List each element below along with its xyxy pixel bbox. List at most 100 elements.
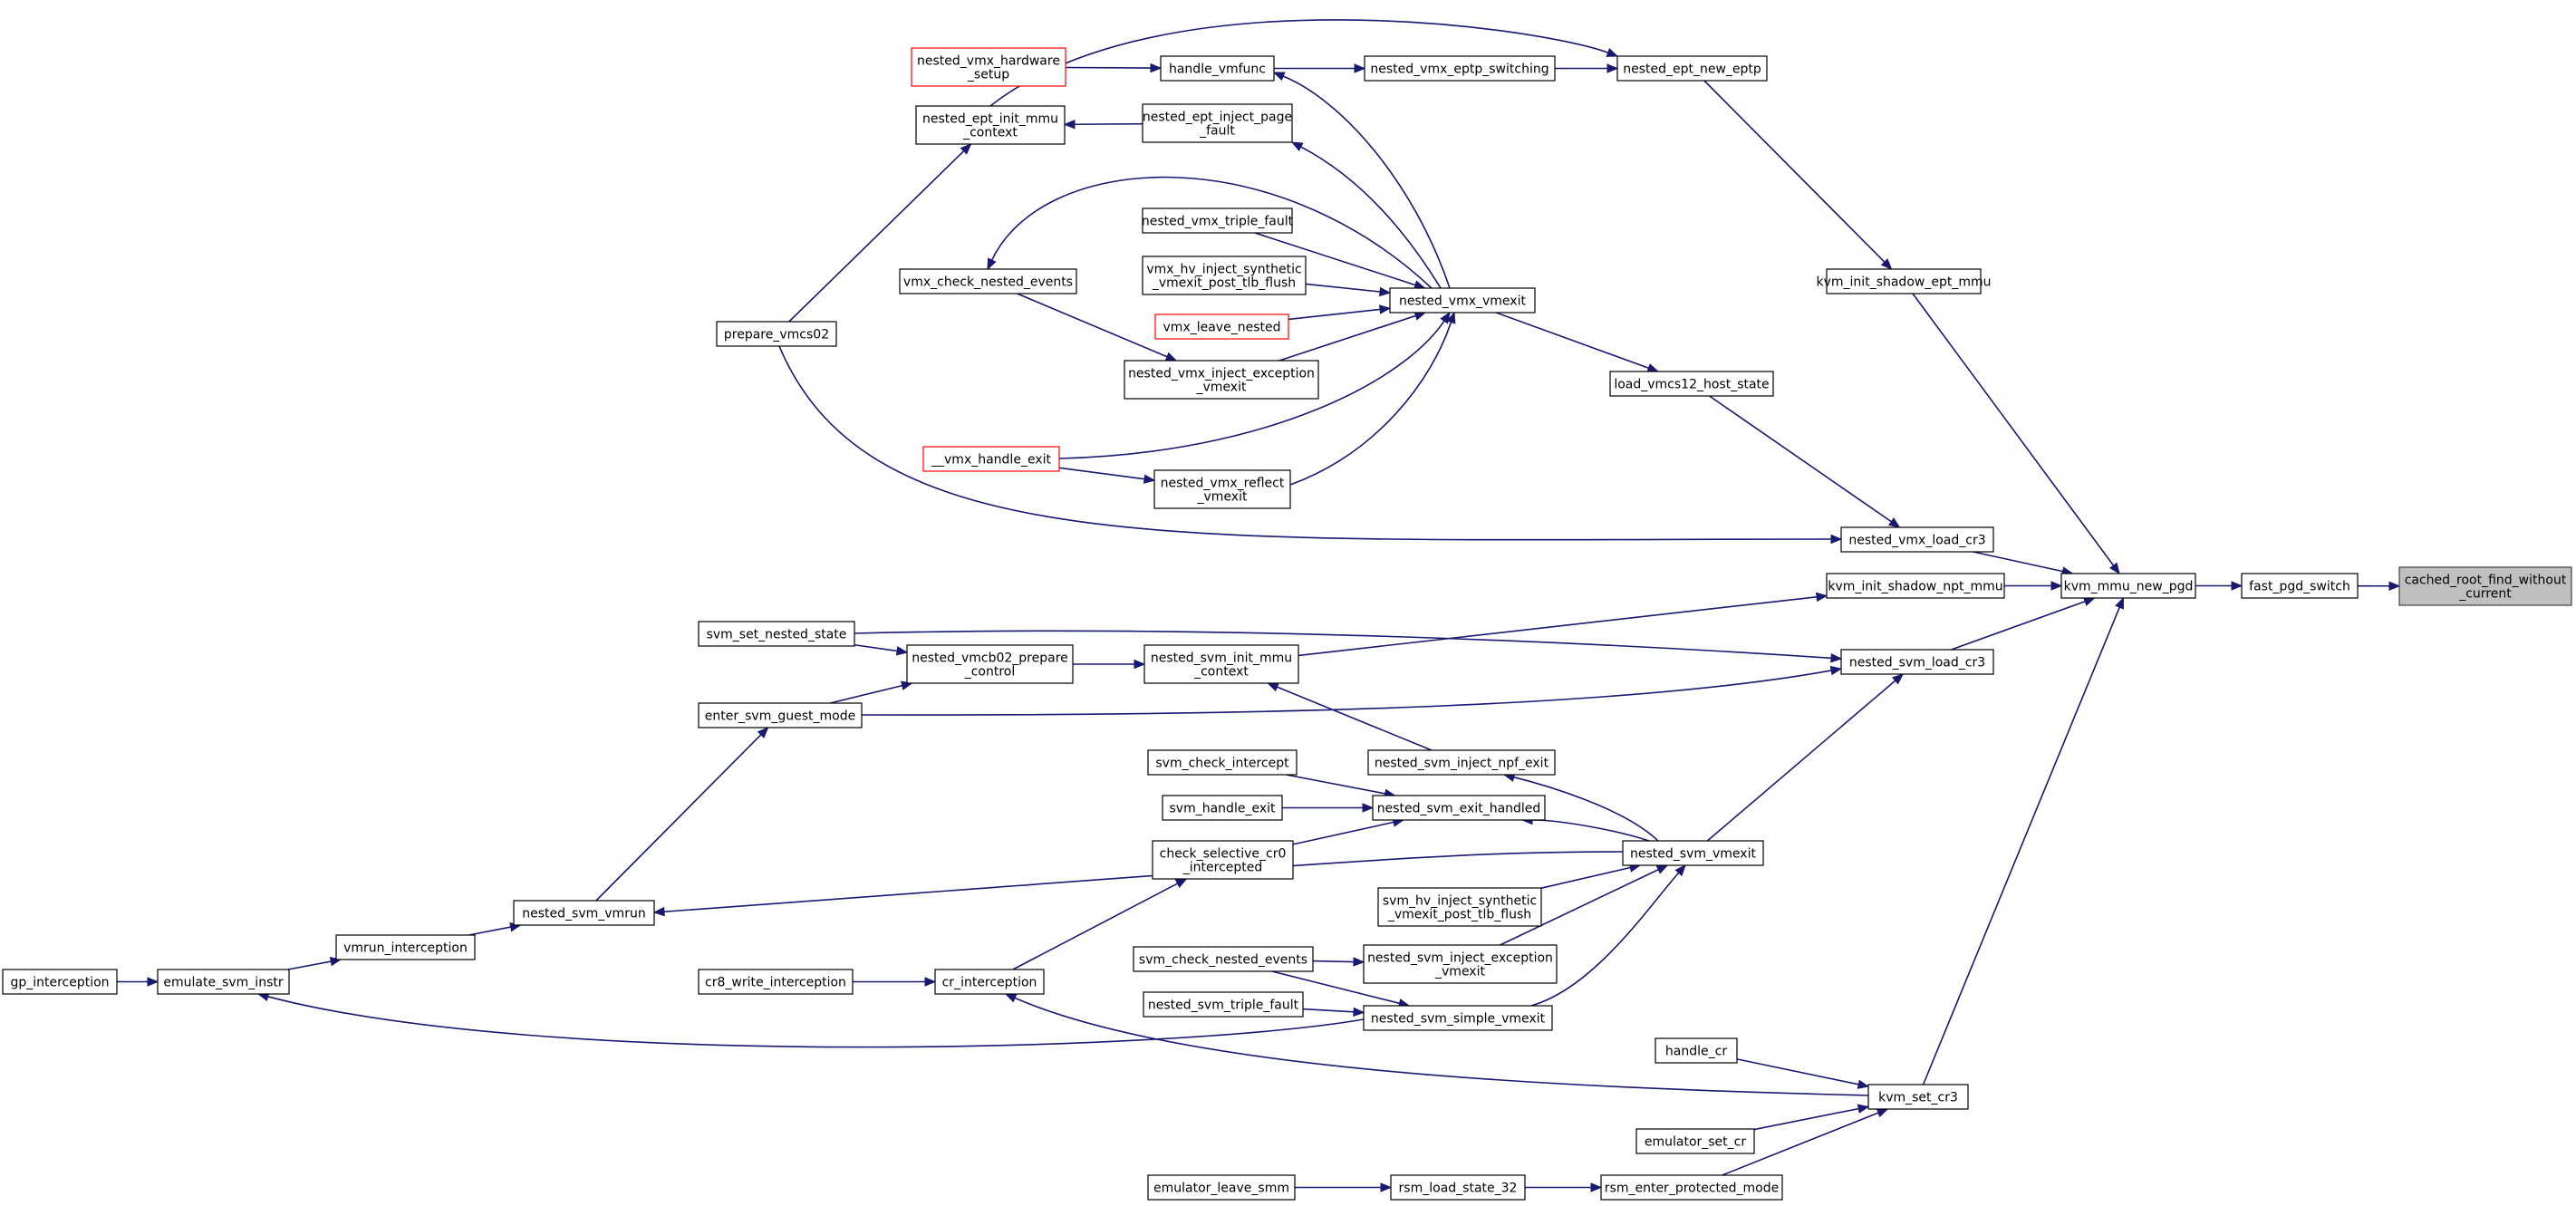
edge-line xyxy=(1973,551,2063,573)
edge-line xyxy=(1298,596,1818,657)
node-nested-svm-init-mmu-context[interactable]: nested_svm_init_mmu_context xyxy=(1143,644,1299,684)
node-nested-svm-triple-fault[interactable]: nested_svm_triple_fault xyxy=(1143,991,1304,1018)
node-nested-svm-vmexit[interactable]: nested_svm_vmexit xyxy=(1622,840,1764,866)
node-nested-vmx-load-cr3[interactable]: nested_vmx_load_cr3 xyxy=(1840,526,1994,553)
node-label: svm_check_intercept xyxy=(1155,757,1289,771)
node-vmx-check-nested-events[interactable]: vmx_check_nested_events xyxy=(899,268,1077,294)
node-nested-vmx-vmexit[interactable]: nested_vmx_vmexit xyxy=(1389,287,1536,314)
node-label: nested_vmx_inject_exception xyxy=(1128,367,1315,381)
node-vmrun-interception[interactable]: vmrun_interception xyxy=(335,934,476,960)
node-svm-check-nested-events[interactable]: svm_check_nested_events xyxy=(1133,946,1314,972)
node-handle-vmfunc[interactable]: handle_vmfunc xyxy=(1160,55,1275,82)
node-label: nested_ept_inject_page xyxy=(1143,111,1292,125)
edge-nested-vmx-vmexit-to-vmx-check-nested-events xyxy=(987,176,1433,289)
arrowhead xyxy=(1004,993,1018,1003)
node-vmx-handle-exit[interactable]: __vmx_handle_exit xyxy=(922,446,1060,472)
node-nested-vmx-inject-exception-vmexit[interactable]: nested_vmx_inject_exception_vmexit xyxy=(1124,360,1319,400)
node-box xyxy=(157,969,290,995)
edge-emulate-svm-instr-to-vmrun-interception xyxy=(287,956,343,970)
edge-gp-interception-to-emulate-svm-instr xyxy=(117,977,159,987)
edge-svm-handle-exit-to-nested-svm-exit-handled xyxy=(1282,803,1375,813)
arrowhead xyxy=(1354,63,1366,73)
node-vmx-hv-inject-synthetic-vmexit-post-tlb-flush[interactable]: vmx_hv_inject_synthetic_vmexit_post_tlb_… xyxy=(1142,256,1307,295)
node-label: nested_svm_simple_vmexit xyxy=(1371,1012,1546,1027)
node-label: emulator_set_cr xyxy=(1645,1135,1746,1150)
edge-line xyxy=(1753,1107,1859,1131)
node-svm-handle-exit[interactable]: svm_handle_exit xyxy=(1162,795,1283,821)
edge-line xyxy=(1271,970,1400,1005)
node-check-selective-cr0-intercepted[interactable]: check_selective_cr0_intercepted xyxy=(1152,840,1294,880)
node-nested-svm-exit-handled[interactable]: nested_svm_exit_handled xyxy=(1372,795,1546,821)
node-label: prepare_vmcs02 xyxy=(724,328,829,343)
node-rsm-enter-protected-mode[interactable]: rsm_enter_protected_mode xyxy=(1600,1174,1783,1201)
arrowhead xyxy=(1164,352,1178,362)
arrowhead xyxy=(1362,803,1375,813)
node-nested-svm-simple-vmexit[interactable]: nested_svm_simple_vmexit xyxy=(1363,1005,1553,1031)
edge-line xyxy=(1736,1058,1859,1085)
edge-cr8-write-interception-to-cr-interception xyxy=(853,977,937,987)
arrowhead xyxy=(2050,581,2063,591)
edge-line xyxy=(1530,872,1680,1007)
node-kvm-set-cr3[interactable]: kvm_set_cr3 xyxy=(1867,1084,1969,1110)
node-svm-hv-inject-synthetic-vmexit-post-tlb-flush[interactable]: svm_hv_inject_synthetic_vmexit_post_tlb_… xyxy=(1377,887,1542,927)
edge-line xyxy=(1277,686,1433,751)
node-svm-set-nested-state[interactable]: svm_set_nested_state xyxy=(698,621,855,647)
edge-line xyxy=(1531,819,1650,842)
node-label: cr_interception xyxy=(942,976,1037,990)
node-nested-vmcb02-prepare-control[interactable]: nested_vmcb02_prepare_control xyxy=(906,644,1074,684)
arrowhead xyxy=(1888,517,1901,528)
node-svm-check-intercept[interactable]: svm_check_intercept xyxy=(1147,749,1298,776)
node-nested-svm-inject-npf-exit[interactable]: nested_svm_inject_npf_exit xyxy=(1367,749,1556,776)
node-emulate-svm-instr[interactable]: emulate_svm_instr xyxy=(157,969,290,995)
node-box xyxy=(1655,1037,1738,1064)
node-enter-svm-guest-mode[interactable]: enter_svm_guest_mode xyxy=(698,702,863,728)
node-load-vmcs12-host-state[interactable]: load_vmcs12_host_state xyxy=(1609,371,1774,397)
node-kvm-init-shadow-ept-mmu[interactable]: kvm_init_shadow_ept_mmu xyxy=(1817,268,1992,294)
node-box xyxy=(1635,1128,1755,1154)
node-label: gp_interception xyxy=(10,976,109,990)
node-cr8-write-interception[interactable]: cr8_write_interception xyxy=(698,969,854,995)
node-nested-vmx-eptp-switching[interactable]: nested_vmx_eptp_switching xyxy=(1364,55,1556,82)
node-kvm-init-shadow-npt-mmu[interactable]: kvm_init_shadow_npt_mmu xyxy=(1826,573,2005,599)
node-rsm-load-state-32[interactable]: rsm_load_state_32 xyxy=(1390,1174,1526,1201)
node-nested-svm-inject-exception-vmexit[interactable]: nested_svm_inject_exception_vmexit xyxy=(1363,944,1558,984)
node-nested-ept-inject-page-fault[interactable]: nested_ept_inject_page_fault xyxy=(1142,103,1293,143)
node-emulator-leave-smm[interactable]: emulator_leave_smm xyxy=(1147,1174,1296,1201)
edge-line xyxy=(1540,866,1631,889)
edge-line xyxy=(788,150,965,323)
node-handle-cr[interactable]: handle_cr xyxy=(1655,1037,1738,1064)
node-label: _setup xyxy=(967,68,1009,82)
edge-nested-ept-inject-page-fault-to-nested-ept-init-mmu-context xyxy=(1063,120,1143,130)
node-gp-interception[interactable]: gp_interception xyxy=(2,969,118,995)
node-prepare-vmcs02[interactable]: prepare_vmcs02 xyxy=(716,321,837,347)
node-fast-pgd-switch[interactable]: fast_pgd_switch xyxy=(2241,573,2359,599)
node-nested-vmx-triple-fault[interactable]: nested_vmx_triple_fault xyxy=(1142,207,1294,234)
node-vmx-leave-nested[interactable]: vmx_leave_nested xyxy=(1154,314,1289,340)
node-nested-vmx-hardware-setup[interactable]: nested_vmx_hardware_setup xyxy=(911,47,1066,87)
node-nested-ept-init-mmu-context[interactable]: nested_ept_init_mmu_context xyxy=(915,105,1066,145)
arrowhead xyxy=(924,977,937,987)
arrowhead xyxy=(2082,596,2096,606)
node-nested-svm-vmrun[interactable]: nested_svm_vmrun xyxy=(513,900,655,926)
node-label: emulator_leave_smm xyxy=(1153,1182,1289,1196)
edge-line xyxy=(595,734,762,902)
node-nested-svm-load-cr3[interactable]: nested_svm_load_cr3 xyxy=(1840,649,1994,675)
node-box xyxy=(1142,207,1293,234)
node-box xyxy=(698,621,855,647)
edge-kvm-init-shadow-ept-mmu-to-kvm-mmu-new-pgd xyxy=(1912,293,2120,575)
node-cr-interception[interactable]: cr_interception xyxy=(934,969,1045,995)
node-box xyxy=(1826,268,1982,294)
node-cached-root-find-without-current[interactable]: cached_root_find_without_current xyxy=(2398,566,2572,606)
arrowhead xyxy=(1830,534,1843,545)
node-label: enter_svm_guest_mode xyxy=(705,709,855,724)
node-kvm-mmu-new-pgd[interactable]: kvm_mmu_new_pgd xyxy=(2060,573,2196,599)
edge-prepare-vmcs02-to-nested-ept-init-mmu-context xyxy=(788,143,972,323)
arrowhead xyxy=(1290,141,1304,151)
node-box xyxy=(2398,566,2572,606)
node-nested-vmx-reflect-vmexit[interactable]: nested_vmx_reflect_vmexit xyxy=(1153,469,1291,509)
edge-handle-cr-to-kvm-set-cr3 xyxy=(1736,1058,1870,1089)
node-nested-ept-new-eptp[interactable]: nested_ept_new_eptp xyxy=(1616,55,1768,82)
edge-enter-svm-guest-mode-to-nested-svm-load-cr3 xyxy=(861,665,1843,716)
node-emulator-set-cr[interactable]: emulator_set_cr xyxy=(1635,1128,1755,1154)
node-label: _current xyxy=(2458,587,2512,602)
